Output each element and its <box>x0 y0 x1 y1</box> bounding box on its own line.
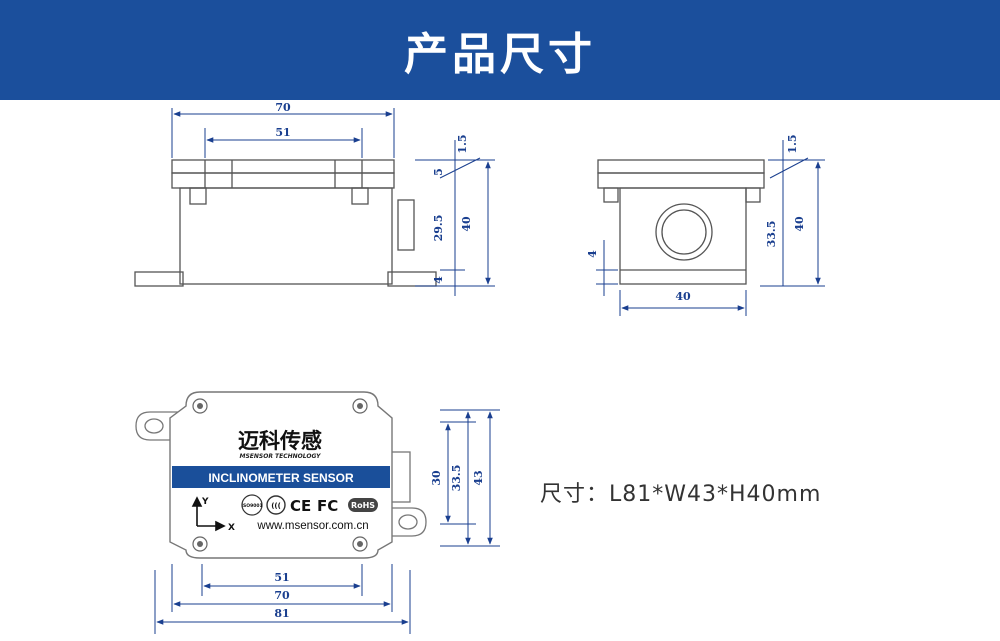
dim-side-40-height: 40 <box>793 216 806 232</box>
brand-name: 迈科传感 <box>238 429 322 453</box>
svg-text:(((: ((( <box>271 502 281 510</box>
axis-y-label: Y <box>201 497 209 507</box>
cert-iso: ISO9001 <box>241 503 262 509</box>
rohs-icon <box>348 498 378 512</box>
cert-fc: FC <box>317 497 338 515</box>
dim-front-5: 5 <box>432 168 445 176</box>
cert-ce: CE <box>290 497 311 515</box>
top-view <box>135 391 427 559</box>
iso-icon <box>241 494 263 516</box>
dim-top-81: 81 <box>274 607 289 620</box>
dim-top-70: 70 <box>274 589 290 602</box>
dim-front-40: 40 <box>460 216 473 232</box>
dim-front-51: 51 <box>275 126 290 139</box>
brand-subtitle: MSENSOR TECHNOLOGY <box>239 453 321 460</box>
dim-front-70: 70 <box>275 101 291 114</box>
dim-front-1-5: 1.5 <box>456 134 469 153</box>
product-name: INCLINOMETER SENSOR <box>208 471 354 485</box>
dim-side-40: 40 <box>675 290 691 303</box>
dim-top-30: 30 <box>430 470 443 486</box>
page-title: 产品尺寸 <box>404 29 596 80</box>
dim-front-4: 4 <box>432 276 445 284</box>
axis-icon <box>191 496 226 532</box>
dim-top-43: 43 <box>472 470 485 485</box>
front-view <box>134 159 437 287</box>
dim-side-4: 4 <box>586 250 599 258</box>
dim-side-33-5: 33.5 <box>765 221 778 248</box>
dim-front-29-5: 29.5 <box>432 215 445 242</box>
side-view <box>597 159 765 285</box>
website: www.msensor.com.cn <box>256 520 368 532</box>
cert-rohs: RoHS <box>351 501 375 510</box>
dim-side-1-5: 1.5 <box>786 134 799 153</box>
ccc-icon <box>266 495 286 515</box>
dimension-drawing: 70 51 1.5 5 29.5 40 4 40 1.5 33.5 40 4 <box>134 101 825 634</box>
dim-top-33-5: 33.5 <box>450 465 463 492</box>
axis-x-label: X <box>228 523 235 533</box>
product-band <box>172 466 390 488</box>
header-banner: 产品尺寸 <box>0 0 1000 100</box>
dim-top-51: 51 <box>274 571 289 584</box>
size-caption: 尺寸：L81*W43*H40mm <box>540 482 822 507</box>
